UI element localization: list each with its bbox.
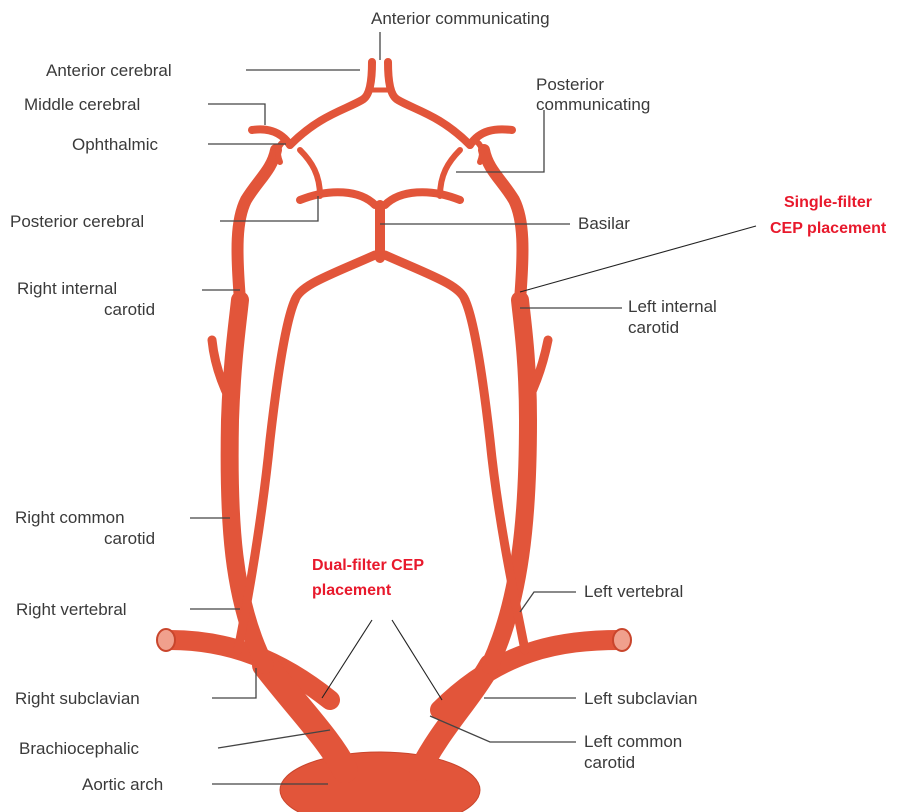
label-middle-cerebral: Middle cerebral — [24, 95, 140, 114]
label-right-vertebral: Right vertebral — [16, 600, 127, 619]
right-anterior-cerebral-vessel — [290, 62, 372, 145]
annotation-single-filter-1: Single-filter — [784, 194, 872, 211]
label-left-internal-carotid-1: Left internal — [628, 297, 717, 316]
label-right-common-carotid-2: carotid — [104, 529, 155, 548]
label-left-common-carotid-2: carotid — [584, 753, 635, 772]
left-subclavian-lumen — [613, 629, 631, 651]
label-anterior-cerebral: Anterior cerebral — [46, 61, 172, 80]
label-right-internal-carotid-1: Right internal — [17, 279, 117, 298]
label-left-common-carotid-1: Left common — [584, 732, 682, 751]
label-left-internal-carotid-2: carotid — [628, 318, 679, 337]
labels: Anterior communicating Anterior cerebral… — [10, 9, 717, 794]
left-vertebral-upper — [385, 255, 465, 300]
label-right-subclavian: Right subclavian — [15, 689, 140, 708]
aortic-arch-vessel — [280, 752, 480, 812]
cep-annotations: Single-filter CEP placement Dual-filter … — [312, 194, 887, 599]
left-anterior-cerebral-vessel — [388, 62, 470, 145]
label-basilar: Basilar — [578, 214, 630, 233]
label-posterior-communicating-1: Posterior — [536, 75, 604, 94]
label-right-internal-carotid-2: carotid — [104, 300, 155, 319]
label-posterior-cerebral: Posterior cerebral — [10, 212, 144, 231]
artery-drawing — [157, 62, 631, 812]
right-vertebral-vessel — [238, 300, 295, 650]
left-vertebral-vessel — [465, 300, 525, 650]
label-left-vertebral: Left vertebral — [584, 582, 683, 601]
right-internal-carotid-vessel — [238, 150, 276, 300]
right-ophthalmic-vessel — [278, 140, 286, 162]
label-right-common-carotid-1: Right common — [15, 508, 125, 527]
label-posterior-communicating-2: communicating — [536, 95, 650, 114]
left-posterior-communicating-vessel — [440, 150, 460, 196]
label-aortic-arch: Aortic arch — [82, 775, 163, 794]
right-subclavian-lumen — [157, 629, 175, 651]
label-brachiocephalic: Brachiocephalic — [19, 739, 140, 758]
annotation-dual-filter-1: Dual-filter CEP — [312, 557, 424, 574]
right-posterior-communicating-vessel — [300, 150, 320, 196]
annotation-single-filter-2: CEP placement — [770, 220, 887, 237]
left-ophthalmic-vessel — [474, 140, 482, 162]
left-posterior-cerebral-vessel — [385, 192, 460, 205]
label-anterior-communicating: Anterior communicating — [371, 9, 550, 28]
label-ophthalmic: Ophthalmic — [72, 135, 158, 154]
right-vertebral-upper — [295, 255, 375, 300]
label-left-subclavian: Left subclavian — [584, 689, 697, 708]
annotation-dual-filter-2: placement — [312, 582, 392, 599]
right-posterior-cerebral-vessel — [300, 192, 375, 205]
